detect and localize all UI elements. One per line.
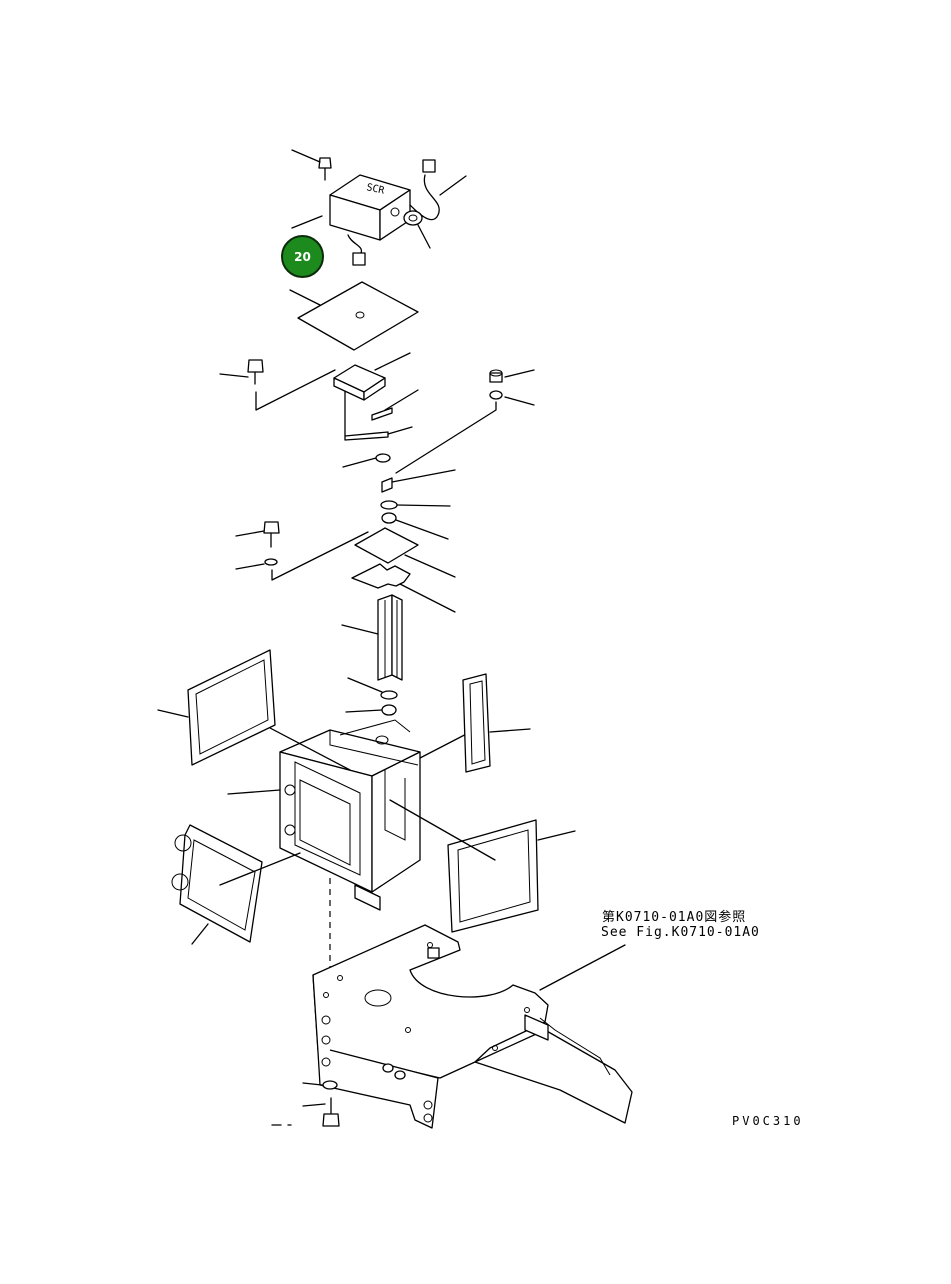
front-gasket (171, 824, 301, 945)
top-screw (291, 149, 332, 181)
base-plate (312, 924, 633, 1129)
insulation-sheet (289, 281, 419, 351)
leader-line (291, 215, 323, 229)
left-filter-panel (157, 649, 276, 766)
reference-note-jp: 第K0710-01A0図参照 (602, 910, 747, 925)
bottom-bolt (271, 1080, 340, 1127)
right-slim-panel (462, 673, 531, 773)
controller-box: SCR (329, 174, 411, 241)
bracket-plate (351, 527, 456, 613)
plate-bolt (235, 521, 369, 581)
small-washers (345, 677, 398, 716)
grommet (403, 210, 431, 249)
main-housing (227, 707, 479, 911)
relay-block (333, 352, 419, 441)
vertical-rail (341, 594, 403, 681)
callout-badge[interactable]: 20 (281, 235, 324, 278)
nut-and-washer (395, 369, 535, 474)
right-large-panel (389, 799, 576, 933)
controller-label: SCR (365, 182, 386, 197)
post-stack (342, 453, 456, 540)
drawing-code: PV0C310 (732, 1114, 804, 1128)
wire-harness (347, 159, 467, 266)
relay-bolt (219, 359, 336, 411)
reference-note-en: See Fig.K0710-01A0 (601, 925, 760, 940)
